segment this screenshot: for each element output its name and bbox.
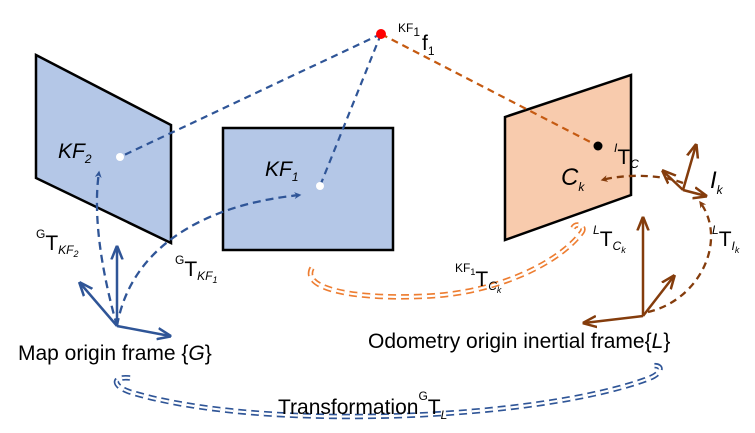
kf1-label: KF1 — [265, 158, 299, 184]
transform-l-ik-arrow — [647, 200, 713, 314]
keyframe-2-plane — [34, 52, 173, 245]
transform-g-kf2-arrow — [94, 170, 119, 327]
transform-l-ik-label: LTIk — [712, 223, 740, 255]
keyframe-1-plane — [221, 126, 395, 252]
feature-point — [376, 29, 386, 39]
transform-g-kf1-label: GTKF1 — [175, 253, 218, 285]
transform-i-c-label: ITC — [614, 141, 639, 171]
imu-frame-axes — [663, 145, 706, 196]
feature-label: KF1f1 — [398, 21, 435, 58]
kf1-projection-point — [316, 182, 324, 190]
transform-i-c-arrow — [600, 174, 684, 185]
transform-l-ck-label: LTCk — [593, 223, 626, 255]
transform-g-kf1-arrow — [115, 192, 302, 327]
ray-feature-to-kf2 — [119, 33, 382, 158]
transform-g-kf2-label: GTKF2 — [36, 227, 79, 259]
ray-feature-to-kf1 — [318, 33, 383, 187]
kf2-label: KF2 — [58, 140, 92, 166]
map-origin-frame-label: Map origin frame {G} — [18, 342, 212, 365]
camera-label: Ck — [561, 164, 585, 194]
imu-label: Ik — [710, 167, 724, 197]
camera-center-point — [593, 141, 603, 151]
kf2-projection-point — [116, 153, 124, 161]
map-origin-axes — [80, 247, 170, 336]
odometry-origin-frame-label: Odometry origin inertial frame{L} — [368, 330, 670, 353]
transformation-label: TransformationGTL — [278, 389, 447, 422]
transform-kf1-ck-label: KF1TCk — [455, 261, 502, 295]
odometry-origin-axes — [584, 218, 674, 323]
camera-plane — [503, 73, 633, 242]
ray-feature-to-camera — [380, 33, 599, 147]
